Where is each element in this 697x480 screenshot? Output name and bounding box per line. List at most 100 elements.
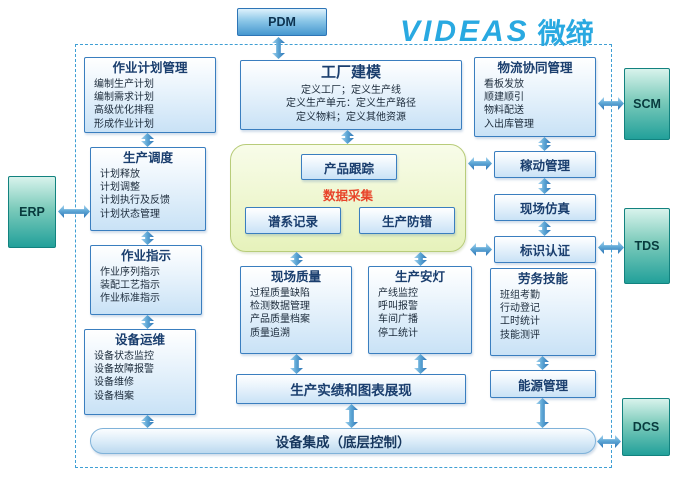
scm-label: SCM [633,97,661,111]
arrow-pdm-factory-icon [272,37,285,59]
arrow-simulation-identification-icon [538,221,551,236]
module-item: 编制生产计划 [94,78,154,90]
module-item: 计划执行及反馈 [100,195,170,207]
tds-box: TDS [624,208,670,284]
module-item: 工时统计 [500,316,540,328]
arrow-utilization-simulation-icon [538,178,551,194]
pdm-label: PDM [268,15,296,29]
data-collection-label: 数据采集 [322,189,373,203]
module-item: 定义工厂；定义生产线 [301,84,401,96]
module-item: 产线监控 [378,287,418,299]
module-production-andon: 生产安灯 产线监控 呼叫报警 车间广播 停工统计 [368,266,472,354]
module-item: 入出库管理 [484,118,534,130]
arrow-equipment-integration-icon [141,415,154,428]
module-utilization-management: 稼动管理 [494,151,596,178]
module-item: 物料配送 [484,105,524,117]
data-collection-panel: 产品跟踪 数据采集 谱系记录 生产防错 [230,144,466,252]
bar-equipment-integration: 设备集成（底层控制） [90,428,596,454]
module-item: 顺建顺引 [484,92,524,104]
module-item: 形成作业计划 [94,118,154,130]
module-item: 设备维修 [94,377,134,389]
arrow-scheduling-instruction-icon [141,231,154,245]
module-item: 技能测评 [500,329,540,341]
logo-cjk-text: 微缔 [537,18,594,49]
module-item: 装配工艺指示 [100,280,160,292]
module-title: 生产实绩和图表展现 [290,383,412,398]
module-item: 高级优化排程 [94,105,154,117]
module-item: 停工统计 [378,327,418,339]
module-title: 生产安灯 [394,270,445,284]
module-item: 看板发放 [484,78,524,90]
module-equipment-om: 设备运维 设备状态监控 设备故障报警 设备维修 设备档案 [84,329,196,415]
module-job-planning: 作业计划管理 编制生产计划 编制需求计划 高级优化排程 形成作业计划 [84,57,216,133]
arrow-performance-integration-icon [345,404,358,428]
module-title: 现场仿真 [519,202,570,216]
module-title: 物流协同管理 [497,61,573,75]
module-title: 设备运维 [114,333,165,347]
module-title: 作业指示 [120,249,171,263]
module-item: 作业标准指示 [100,293,160,305]
scm-box: SCM [624,68,670,140]
module-item: 过程质量缺陷 [250,287,310,299]
module-item: 计划释放 [100,168,140,180]
module-item: 检测数据管理 [250,301,310,313]
module-title: 现场质量 [270,270,321,284]
arrow-dc-andon-icon [414,252,427,266]
module-title: 工厂建模 [320,64,381,81]
module-work-instruction: 作业指示 作业序列指示 装配工艺指示 作业标准指示 [90,245,202,315]
module-items: 编制生产计划 编制需求计划 高级优化排程 形成作业计划 [85,77,215,132]
module-item: 设备故障报警 [94,364,154,376]
module-item: 作业序列指示 [100,266,160,278]
module-item: 车间广播 [378,314,418,326]
mes-boundary [75,44,612,468]
module-error-proofing: 生产防错 [359,207,455,234]
module-identification-certification: 标识认证 [494,236,596,263]
module-item: 行动登记 [500,303,540,315]
module-item: 设备档案 [94,390,134,402]
arrow-instruction-equipment-icon [141,315,154,329]
videas-logo: VIDEAS 微缔 [400,12,594,52]
module-title: 稼动管理 [519,159,570,173]
module-items: 计划释放 计划调整 计划执行及反馈 计划状态管理 [91,167,205,222]
module-item: 产品质量档案 [250,314,310,326]
module-item: 定义物料；定义其他资源 [296,111,406,123]
bar-label: 设备集成（底层控制） [275,435,411,450]
module-item: 班组考勤 [500,289,540,301]
module-item: 定义生产单元：定义生产路径 [286,98,416,110]
module-items: 定义工厂；定义生产线 定义生产单元：定义生产路径 定义物料；定义其他资源 [241,83,461,124]
arrow-dc-quality-icon [290,252,303,266]
module-items: 设备状态监控 设备故障报警 设备维修 设备档案 [85,349,195,404]
arrow-dcs-mes-icon [597,435,621,448]
arrow-erp-mes-icon [58,205,90,218]
module-title: 生产调度 [122,151,173,165]
module-item: 呼叫报警 [378,301,418,313]
module-item: 编制需求计划 [94,92,154,104]
erp-box: ERP [8,176,56,248]
arrow-quality-performance-icon [290,354,303,374]
module-site-simulation: 现场仿真 [494,194,596,221]
arrow-dc-identification-icon [470,243,492,256]
module-items: 过程质量缺陷 检测数据管理 产品质量档案 质量追溯 [241,286,351,341]
module-items: 产线监控 呼叫报警 车间广播 停工统计 [369,286,471,341]
module-site-quality: 现场质量 过程质量缺陷 检测数据管理 产品质量档案 质量追溯 [240,266,352,354]
module-title: 谱系记录 [267,215,318,229]
module-item: 质量追溯 [250,327,290,339]
module-production-scheduling: 生产调度 计划释放 计划调整 计划执行及反馈 计划状态管理 [90,147,206,231]
module-item: 设备状态监控 [94,350,154,362]
module-energy-management: 能源管理 [490,370,596,398]
arrow-planning-scheduling-icon [141,133,154,147]
module-title: 能源管理 [517,378,568,393]
arrow-dc-utilization-icon [468,157,492,170]
module-logistics-management: 物流协同管理 看板发放 顺建顺引 物料配送 入出库管理 [474,57,596,137]
module-item: 计划状态管理 [100,208,160,220]
module-items: 看板发放 顺建顺引 物料配送 入出库管理 [475,77,595,132]
module-title: 产品跟踪 [323,161,374,176]
module-title: 劳务技能 [517,272,568,286]
module-title: 生产防错 [381,215,432,229]
arrow-factory-datacollection-icon [341,130,354,144]
pdm-box: PDM [237,8,327,36]
module-items: 作业序列指示 装配工艺指示 作业标准指示 [91,265,201,306]
erp-label: ERP [19,205,45,219]
arrow-andon-performance-icon [414,354,427,374]
